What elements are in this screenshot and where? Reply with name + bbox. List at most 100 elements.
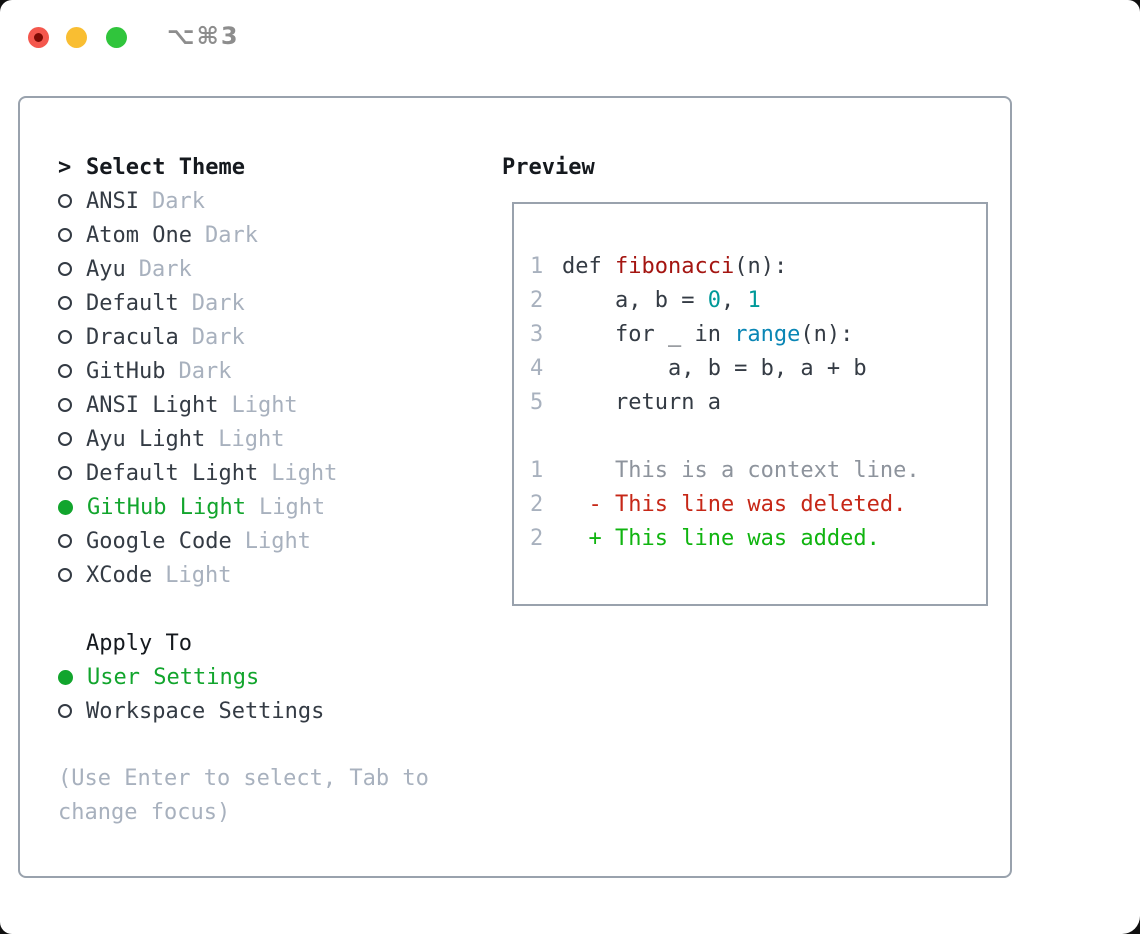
variant-badge: Light (165, 562, 232, 588)
code-token: a, b = (562, 288, 708, 313)
radio-icon (58, 364, 72, 378)
radio-icon (58, 398, 72, 412)
theme-option-default-light[interactable]: Default Light Light (58, 456, 498, 490)
variant-badge: Dark (138, 256, 192, 282)
code-token: (n): (734, 254, 788, 279)
option-label: Dracula (86, 324, 179, 350)
code-token: , (720, 288, 748, 313)
close-button[interactable] (28, 27, 49, 48)
theme-option-dracula[interactable]: Dracula Dark (58, 320, 498, 354)
radio-icon (58, 194, 72, 208)
maximize-button[interactable] (106, 27, 127, 48)
code-token: fibonacci (614, 254, 735, 279)
preview-title: Preview (502, 154, 595, 180)
option-label: Default (86, 290, 179, 316)
variant-badge: Light (258, 494, 326, 520)
close-dot-icon (34, 33, 43, 42)
variant-badge: Light (271, 460, 338, 486)
variant-badge: Light (218, 426, 285, 452)
line-number: 1 (530, 458, 544, 483)
code-line: 5 return a (530, 386, 986, 420)
minimize-button[interactable] (66, 27, 87, 48)
code-token: + This line was added. (562, 526, 880, 551)
theme-option-default[interactable]: Default Dark (58, 286, 498, 320)
code-token: def (562, 254, 615, 279)
option-label: User Settings (87, 664, 260, 690)
line-number: 1 (530, 254, 544, 279)
radio-icon (58, 432, 72, 446)
preview-header: Preview (502, 150, 1002, 184)
code-line: 1 This is a context line. (530, 454, 986, 488)
option-label: ANSI Light (86, 392, 219, 418)
code-token: 0 (707, 288, 721, 313)
code-line: 1 def fibonacci(n): (530, 250, 986, 284)
code-token: (n): (800, 322, 854, 347)
code-line: 2 - This line was deleted. (530, 488, 986, 522)
select-theme-header: > Select Theme (58, 150, 498, 184)
option-label: ANSI (86, 188, 139, 214)
radio-icon (58, 568, 72, 582)
radio-icon (58, 228, 72, 242)
code-token: a, b = b, a + b (562, 356, 867, 381)
line-number: 2 (530, 526, 544, 551)
apply-to-title: Apply To (86, 630, 192, 656)
option-label: Ayu Light (86, 426, 206, 452)
variant-badge: Dark (191, 324, 245, 350)
line-number: 2 (530, 288, 544, 313)
option-label: Google Code (86, 528, 232, 554)
theme-option-github-light[interactable]: GitHub Light Light (58, 490, 498, 524)
option-label: Ayu (86, 256, 126, 282)
line-number: 2 (530, 492, 544, 517)
radio-selected-icon (58, 499, 73, 515)
select-theme-title: Select Theme (86, 154, 245, 180)
apply-option-workspace-settings[interactable]: Workspace Settings (58, 694, 498, 728)
line-number: 3 (530, 322, 544, 347)
radio-icon (58, 262, 72, 276)
radio-icon (58, 330, 72, 344)
code-line: 2 a, b = 0, 1 (530, 284, 986, 318)
titlebar: ⌥⌘3 (0, 0, 1140, 70)
code-line (530, 420, 986, 454)
apply-to-header: Apply To (58, 626, 498, 660)
line-number (530, 420, 562, 454)
line-number: 5 (530, 390, 544, 415)
variant-badge: Dark (191, 290, 245, 316)
code-line: 2 + This line was added. (530, 522, 986, 556)
radio-icon (58, 466, 72, 480)
variant-badge: Dark (151, 188, 205, 214)
code-token: This is a context line. (562, 458, 920, 483)
radio-selected-icon (58, 669, 73, 685)
theme-option-ansi[interactable]: ANSI Dark (58, 184, 498, 218)
window-title: ⌥⌘3 (167, 22, 240, 50)
cursor-chevron-icon: > (58, 154, 72, 180)
line-number: 4 (530, 356, 544, 381)
option-label: GitHub Light (87, 494, 246, 520)
code-line: 4 a, b = b, a + b (530, 352, 986, 386)
theme-option-ayu-light[interactable]: Ayu Light Light (58, 422, 498, 456)
code-token: return a (562, 390, 721, 415)
option-label: Workspace Settings (86, 698, 325, 724)
option-label: XCode (86, 562, 153, 588)
radio-icon (58, 296, 72, 310)
apply-option-user-settings[interactable]: User Settings (58, 660, 498, 694)
code-token: - This line was deleted. (562, 492, 907, 517)
code-token: range (734, 322, 801, 347)
theme-option-ayu[interactable]: Ayu Dark (58, 252, 498, 286)
variant-badge: Dark (178, 358, 232, 384)
option-label: Atom One (86, 222, 192, 248)
theme-option-xcode[interactable]: XCode Light (58, 558, 498, 592)
code-token: 1 (747, 288, 761, 313)
option-label: Default Light (86, 460, 259, 486)
radio-icon (58, 704, 72, 718)
